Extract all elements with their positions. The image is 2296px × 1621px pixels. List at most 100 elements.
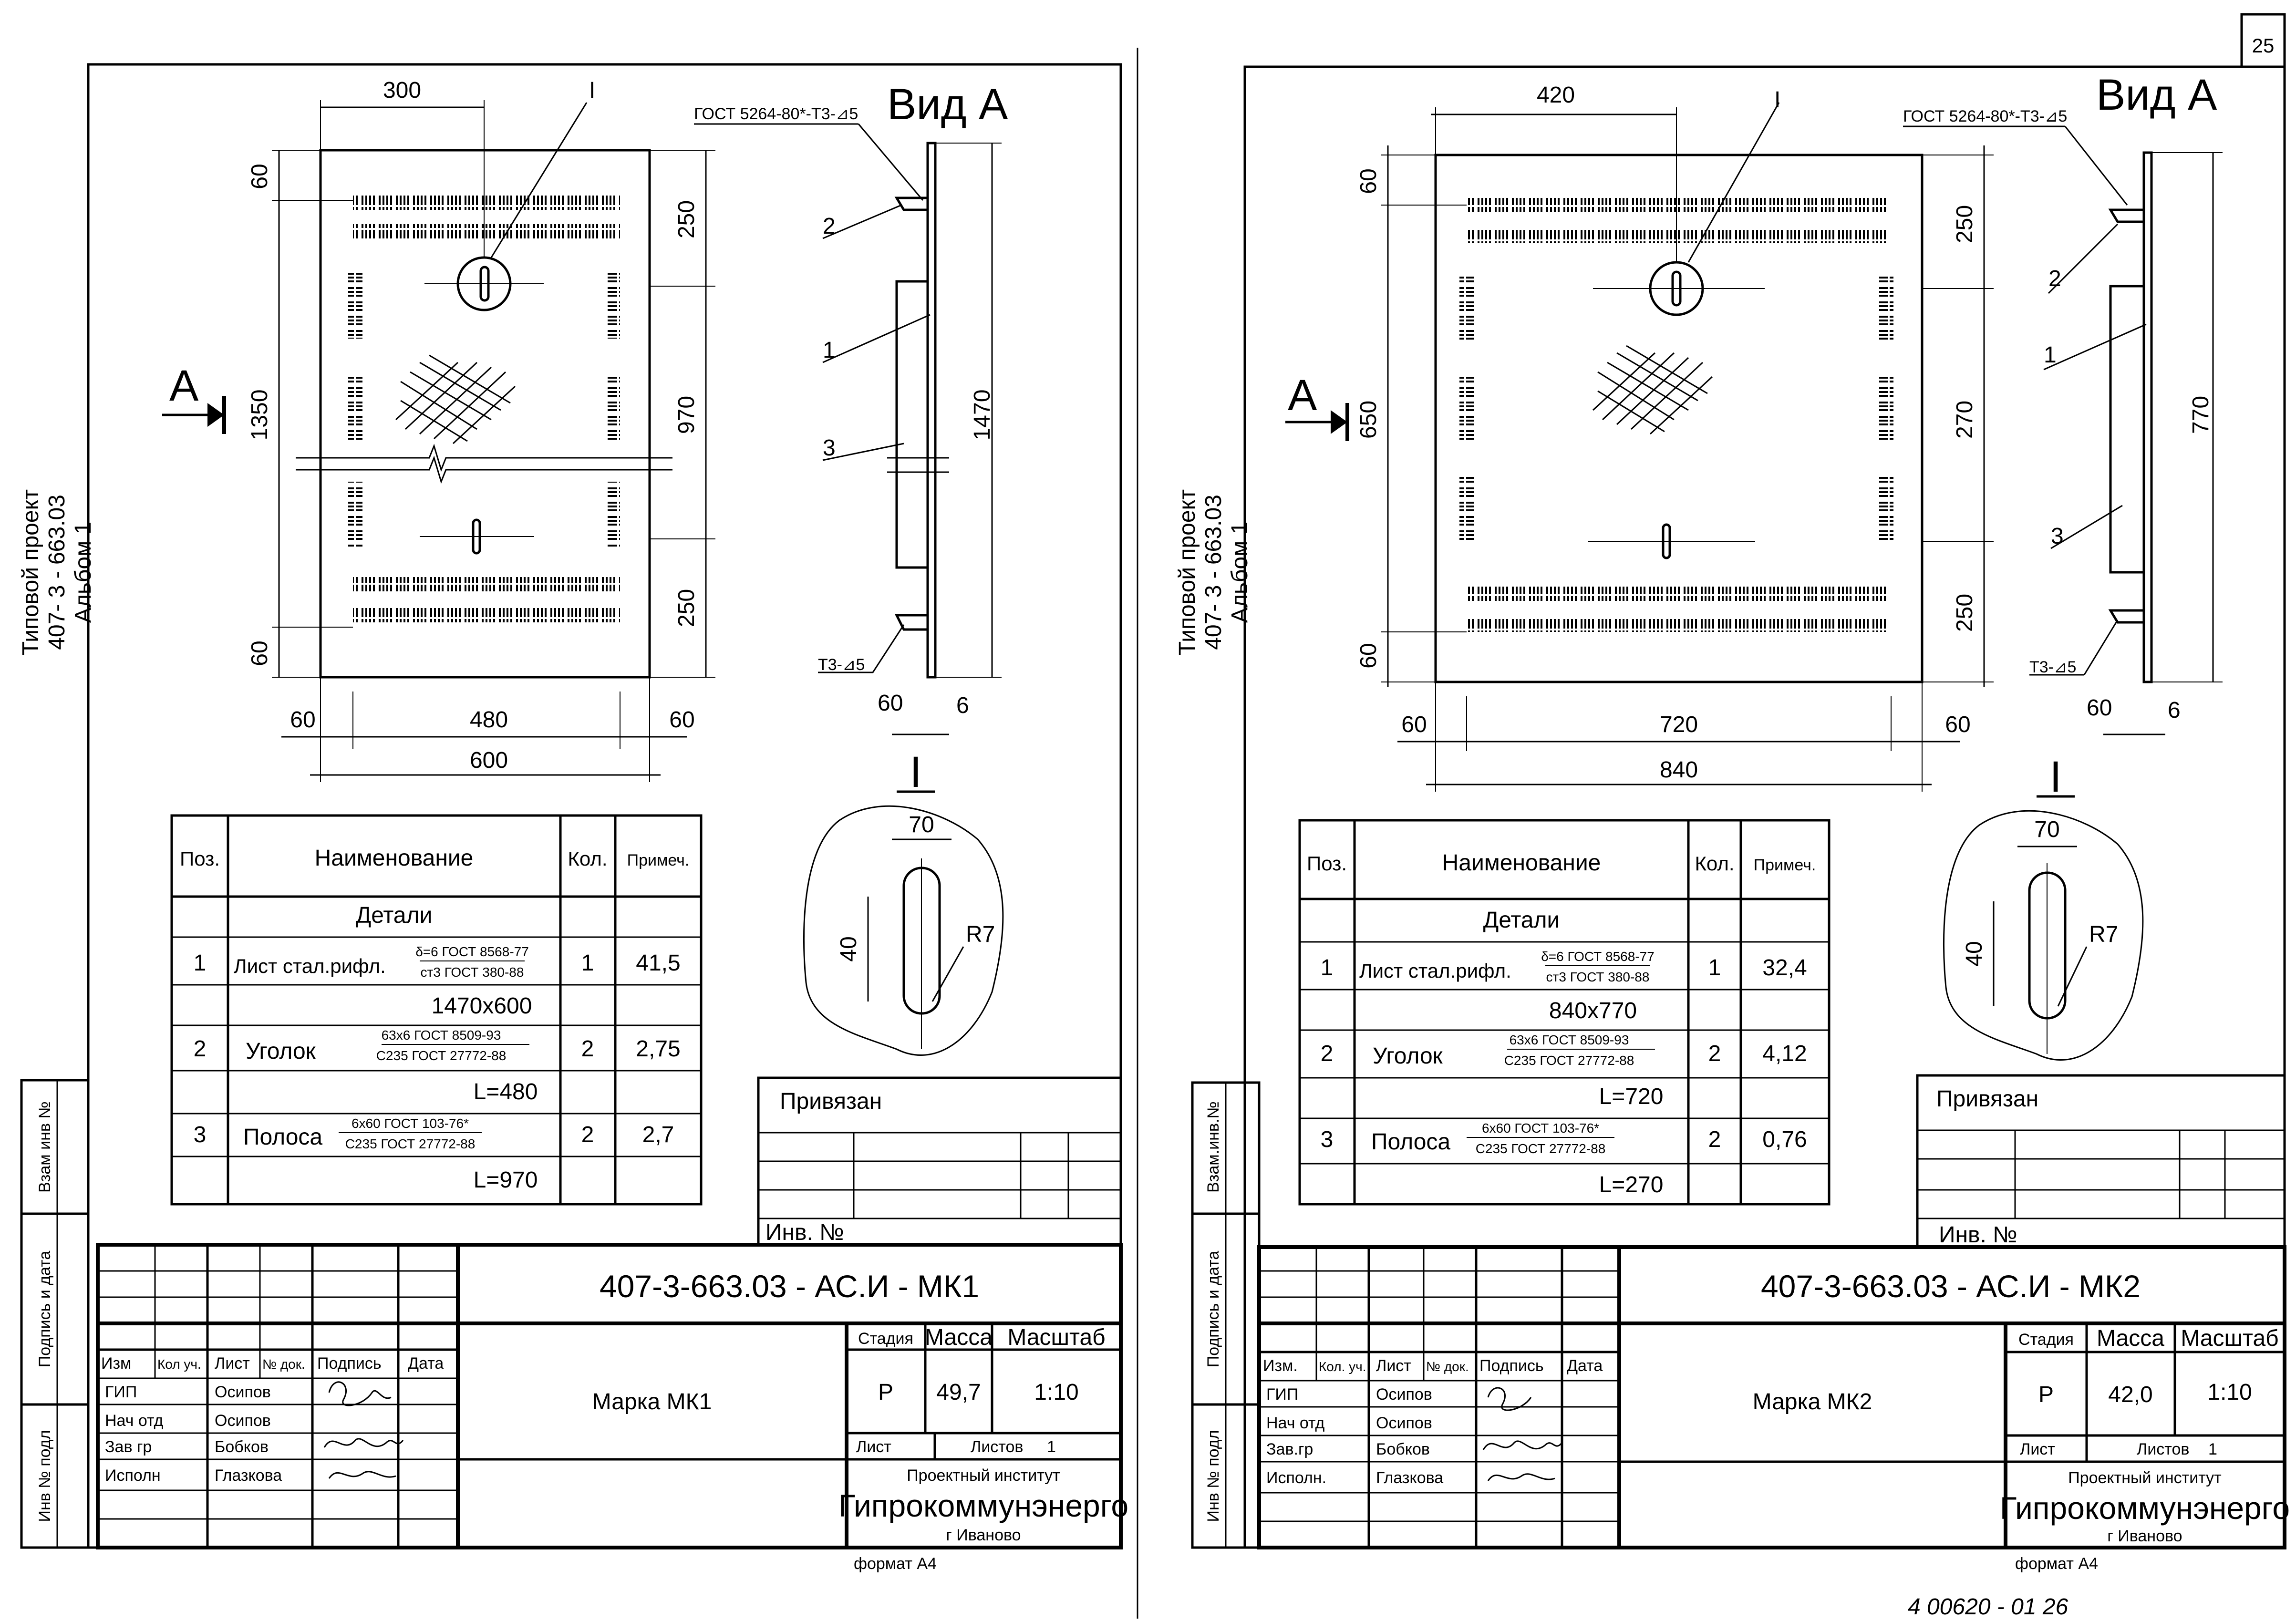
sheet-2: Типовой проект 407- 3 - 663.03 Альбом 1 xyxy=(1175,65,2290,1573)
stamp-line-1: Типовой проект xyxy=(18,489,43,655)
person-4: Глазкова xyxy=(1376,1469,1443,1487)
hdr-kol: Кол. уч. xyxy=(1319,1359,1366,1374)
row3-frac-bot: С235 ГОСТ 27772-88 xyxy=(1476,1141,1606,1156)
detail-i: 70 40 R7 xyxy=(803,805,1004,1056)
row1-name: Лист стал.рифл. xyxy=(234,955,386,977)
dim-bottom-right: 60 xyxy=(1945,712,1970,737)
spec-table: Поз. Наименование Кол. Примеч. Детали 1 … xyxy=(170,814,703,1206)
mass-hdr: Масса xyxy=(925,1325,993,1350)
signature xyxy=(323,1438,404,1448)
plan-dimensions: 420 60 650 60 250 270 250 60 720 60 xyxy=(1356,83,1994,792)
row1-frac-top: δ=6 ГОСТ 8568-77 xyxy=(415,944,529,959)
row1-pos: 1 xyxy=(1321,955,1334,981)
signature xyxy=(328,1381,392,1406)
row1-frac-bot: ст3 ГОСТ 380-88 xyxy=(1546,970,1650,984)
person-1: Осипов xyxy=(215,1383,271,1401)
col-podpis: Подпись и дата xyxy=(1204,1251,1222,1368)
row1-qty: 1 xyxy=(581,950,594,976)
col-inv: Инв № подл xyxy=(1204,1430,1222,1522)
role-1: ГИП xyxy=(105,1383,137,1401)
stamp-line-2: 407- 3 - 663.03 xyxy=(1201,495,1226,650)
break-line xyxy=(296,444,672,472)
col-inv: Инв № подл xyxy=(36,1430,54,1522)
detail-dim-h: 40 xyxy=(1962,941,1987,966)
leader-I: I xyxy=(589,78,595,103)
dim-view-w2: 6 xyxy=(2168,698,2181,723)
detail-outline xyxy=(1943,810,2144,1061)
inst-name: Гипрокоммунэнерго xyxy=(838,1488,1128,1523)
side-stamp: Типовой проект 407- 3 - 663.03 Альбом 1 xyxy=(1175,489,1252,655)
doc-code: 407-3-663.03 - АС.И - МК2 xyxy=(1761,1269,2141,1304)
section-mark: I xyxy=(2049,753,2062,801)
inst-city: г Иваново xyxy=(946,1526,1021,1544)
row3-qty: 2 xyxy=(1708,1127,1721,1152)
listov-label: Листов xyxy=(971,1438,1023,1456)
view-arrow xyxy=(207,403,224,427)
stage-hdr: Стадия xyxy=(858,1330,913,1348)
weld-row xyxy=(1467,587,1886,601)
weld-col xyxy=(606,272,620,339)
view-a: Вид А ГОСТ 5264-80*-Т3-⊿5 770 2 1 3 Т3-⊿… xyxy=(1903,71,2223,801)
weld-col xyxy=(1459,277,1474,343)
row3-name: Полоса xyxy=(1371,1129,1450,1155)
mass-hdr: Масса xyxy=(2097,1326,2164,1351)
row3-sub: L=970 xyxy=(474,1167,538,1193)
weld-gost: ГОСТ 5264-80*-Т3-⊿5 xyxy=(694,105,858,123)
weld-col xyxy=(1879,477,1893,544)
spec-hdr-qty: Кол. xyxy=(1695,852,1734,875)
detail-i: 70 40 R7 xyxy=(1943,810,2144,1061)
row1-pos: 1 xyxy=(194,950,207,976)
row2-frac-top: 63х6 ГОСТ 8509-93 xyxy=(1510,1032,1629,1047)
weld-col xyxy=(606,377,620,444)
corrugation-hatch xyxy=(395,354,516,444)
inst-name: Гипрокоммунэнерго xyxy=(2000,1490,2290,1526)
title-block: Изм Кол уч. Лист № док. Подпись Дата ГИП… xyxy=(96,1243,1128,1549)
signature xyxy=(1487,1387,1532,1411)
view-a-label: Вид А xyxy=(887,80,1008,129)
person-4: Глазкова xyxy=(215,1466,282,1485)
dim-right-mid: 270 xyxy=(1952,401,1977,439)
handwritten-footer: 4 00620 - 01 26 xyxy=(1908,1594,2068,1619)
row2-qty: 2 xyxy=(581,1036,594,1062)
row3-frac-bot: С235 ГОСТ 27772-88 xyxy=(345,1136,476,1151)
dim-right-top: 250 xyxy=(1952,205,1977,243)
row1-frac-top: δ=6 ГОСТ 8568-77 xyxy=(1541,949,1655,964)
role-2: Нач отд xyxy=(105,1412,163,1430)
privyazan-label: Привязан xyxy=(1936,1086,2038,1112)
stamp-line-2: 407- 3 - 663.03 xyxy=(44,495,70,650)
role-4: Исполн xyxy=(105,1466,161,1485)
row2-frac-bot: С235 ГОСТ 27772-88 xyxy=(376,1048,507,1063)
col-podpis: Подпись и дата xyxy=(36,1251,54,1368)
inst-city: г Иваново xyxy=(2107,1527,2182,1545)
weld-gost: ГОСТ 5264-80*-Т3-⊿5 xyxy=(1903,107,2067,125)
format-label: формат А4 xyxy=(2015,1555,2098,1573)
row1-name: Лист стал.рифл. xyxy=(1359,960,1511,982)
dim-left-top: 60 xyxy=(247,164,272,189)
pos-3: 3 xyxy=(823,435,836,461)
hdr-data: Дата xyxy=(1567,1357,1603,1375)
hdr-doc: № док. xyxy=(262,1357,305,1372)
inst-top: Проектный институт xyxy=(2068,1469,2222,1487)
mass-val: 42,0 xyxy=(2108,1382,2152,1407)
row3-pos: 3 xyxy=(1321,1127,1334,1152)
stamp-line-3: Альбом 1 xyxy=(1227,522,1252,623)
hdr-podpis: Подпись xyxy=(1479,1357,1544,1375)
row3-note: 2,7 xyxy=(642,1122,674,1147)
dim-bottom-total: 600 xyxy=(470,748,508,773)
dim-view-height: 1470 xyxy=(970,390,995,441)
row3-pos: 3 xyxy=(194,1122,207,1147)
weld-col xyxy=(348,482,362,548)
view-arrow xyxy=(1331,410,1347,434)
dim-view-w1: 60 xyxy=(2087,695,2112,721)
spec-hdr-pos: Поз. xyxy=(180,847,220,870)
sheet-1: Типовой проект 407- 3 - 663.03 Альбом 1 xyxy=(18,63,1128,1573)
row2-qty: 2 xyxy=(1708,1041,1721,1066)
dim-bottom-mid: 720 xyxy=(1660,712,1698,737)
person-3: Бобков xyxy=(1376,1440,1430,1458)
strip xyxy=(2109,285,2145,574)
row1-qty: 1 xyxy=(1708,955,1721,981)
signature xyxy=(1482,1440,1563,1450)
row2-note: 4,12 xyxy=(1762,1041,1807,1066)
row3-frac-top: 6х60 ГОСТ 103-76* xyxy=(352,1116,469,1131)
corrugation-hatch xyxy=(1592,345,1713,435)
